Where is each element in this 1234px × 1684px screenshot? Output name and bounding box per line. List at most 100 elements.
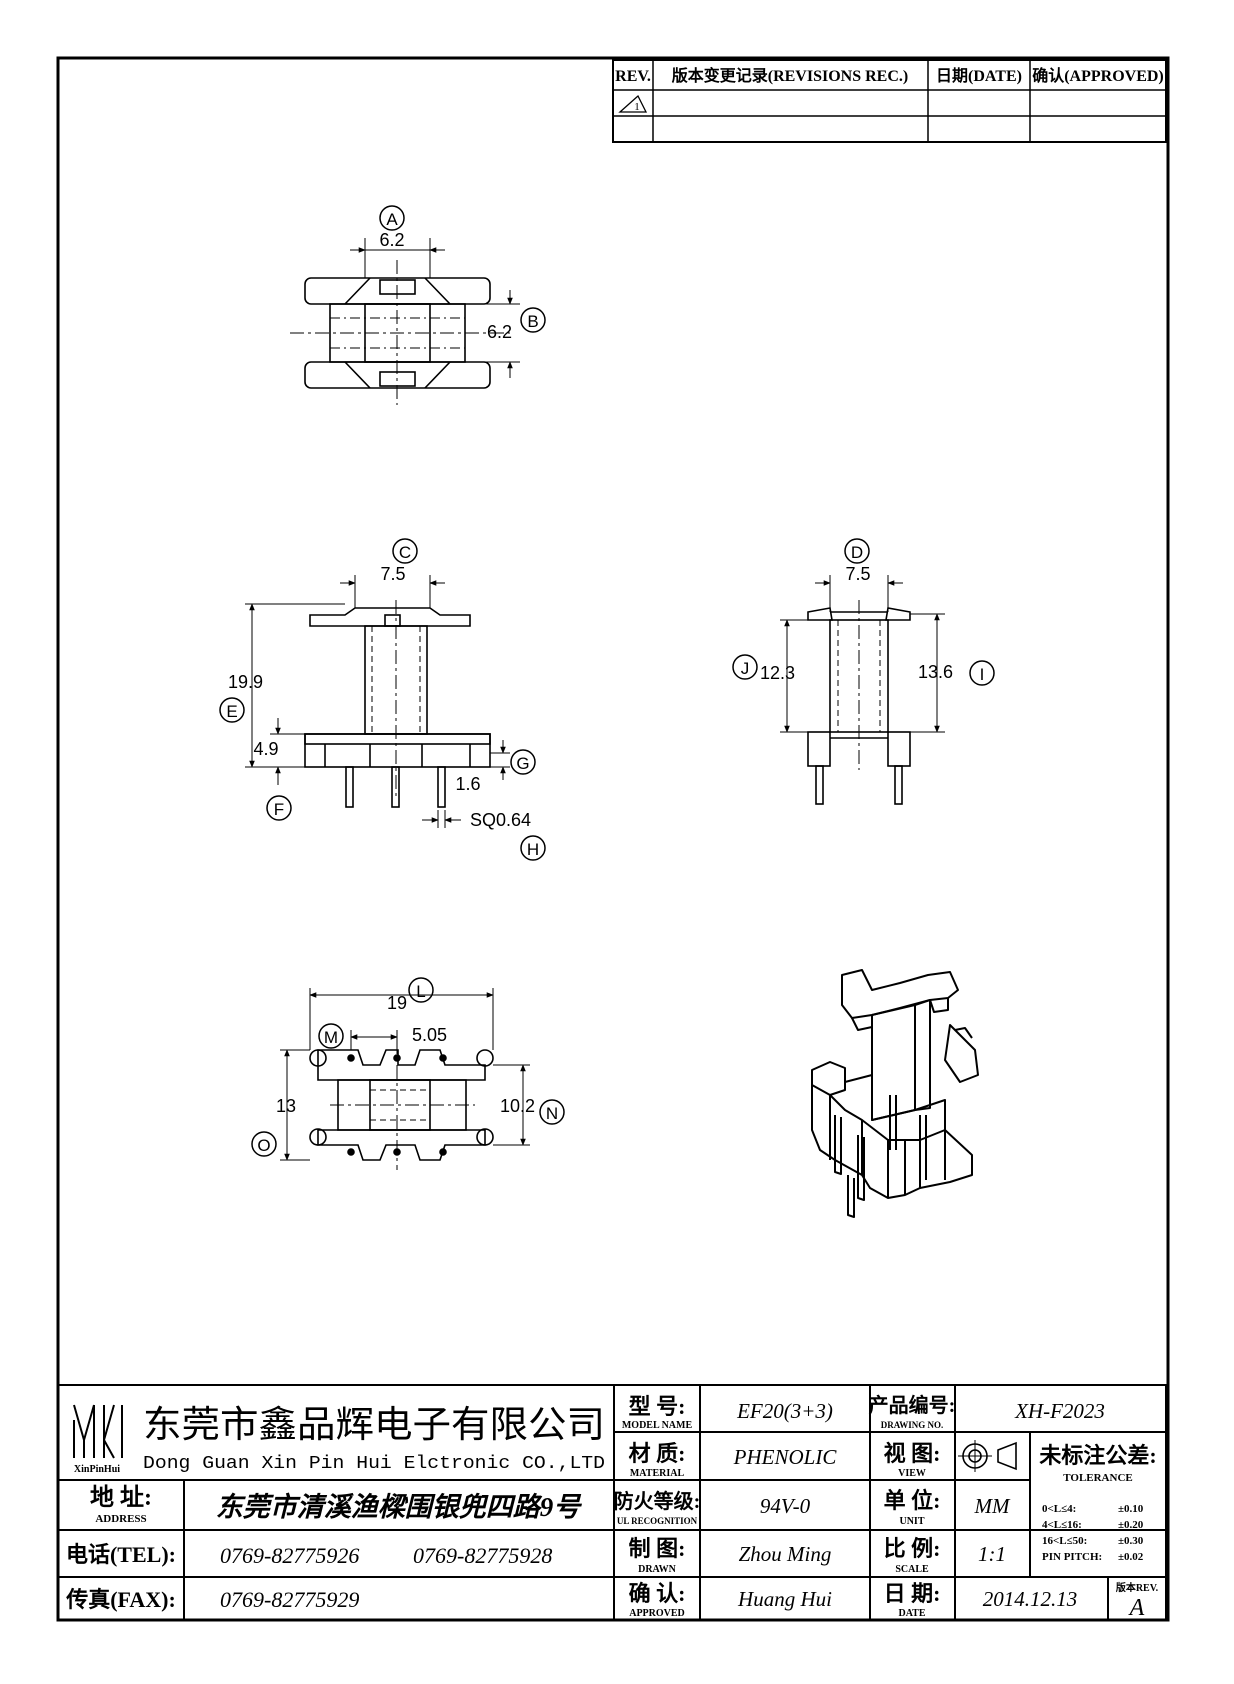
unit-label-cn: 单 位: [884, 1488, 941, 1513]
date-label-cn: 日 期: [884, 1581, 941, 1606]
ref-l-letter: L [416, 982, 425, 1001]
rev-value: A [1128, 1595, 1145, 1621]
dim-h-value: SQ0.64 [470, 810, 531, 830]
dim-g-value: 1.6 [455, 774, 480, 794]
ref-n-bubble [539, 1099, 565, 1125]
isometric-view [811, 969, 979, 1218]
top-view-labels: A 6.2 6.2 B [379, 205, 546, 342]
dim-o-value: 13 [276, 1096, 296, 1116]
dim-c-value: 7.5 [380, 564, 405, 584]
ref-i-letter: I [980, 665, 985, 684]
approved-value: Huang Hui [737, 1587, 832, 1611]
material-value: PHENOLIC [733, 1445, 838, 1469]
revision-table: REV. 版本变更记录(REVISIONS REC.) 日期(DATE) 确认(… [612, 59, 1167, 143]
rev-label: 版本REV. [1116, 1581, 1159, 1594]
fax-label: 传真(FAX): [65, 1587, 176, 1612]
approved-label-en: APPROVED [629, 1608, 685, 1619]
address-label-cn: 地 址: [90, 1484, 152, 1511]
tolerance-range-1: 0<L≤4: [1042, 1503, 1076, 1515]
company-logo: XinPinHui [73, 1404, 123, 1475]
ref-n-letter: N [546, 1104, 558, 1123]
side-view [780, 575, 945, 805]
drawn-label-cn: 制 图: [629, 1536, 686, 1561]
scale-label-en: SCALE [895, 1564, 929, 1575]
ref-h-bubble [520, 835, 546, 861]
fax-value: 0769-82775929 [220, 1587, 359, 1612]
ref-e-letter: E [226, 702, 237, 721]
scale-label-cn: 比 例: [884, 1536, 941, 1561]
tel-value-1: 0769-82775926 [220, 1543, 359, 1568]
tolerance-value-1: ±0.10 [1118, 1503, 1144, 1515]
date-value: 2014.12.13 [983, 1587, 1078, 1611]
ref-i-bubble [969, 660, 995, 686]
ref-g-bubble [510, 749, 536, 775]
title-block-text: 东莞市鑫品辉电子有限公司 Dong Guan Xin Pin Hui Elctr… [65, 1393, 1158, 1621]
date-header: 日期(DATE) [936, 66, 1022, 85]
tolerance-label-cn: 未标注公差: [1039, 1443, 1156, 1468]
tolerance-table: 0<L≤4: ±0.10 4<L≤16: ±0.20 16<L≤50: ±0.3… [1042, 1503, 1144, 1563]
drawing-no-label-en: DRAWING NO. [881, 1420, 944, 1430]
tolerance-range-3: 16<L≤50: [1042, 1535, 1087, 1547]
company-name-en: Dong Guan Xin Pin Hui Elctronic CO.,LTD [143, 1454, 605, 1474]
view-label-en: VIEW [898, 1468, 926, 1479]
ref-c-letter: C [399, 543, 411, 562]
ref-f-letter: F [274, 800, 284, 819]
dim-a-value: 6.2 [379, 230, 404, 250]
top-view [290, 238, 520, 405]
dim-l-value: 19 [387, 993, 407, 1013]
ref-b-letter: B [527, 312, 538, 331]
drawn-value: Zhou Ming [739, 1542, 832, 1566]
rev-header: REV. [615, 68, 651, 85]
dim-m-value: 5.05 [412, 1025, 447, 1045]
dim-e-value: 19.9 [228, 672, 263, 692]
dim-b-value: 6.2 [487, 322, 512, 342]
approved-label-cn: 确 认: [629, 1581, 686, 1606]
logo-text: XinPinHui [74, 1464, 120, 1475]
tolerance-range-4: PIN PITCH: [1042, 1551, 1102, 1563]
view-label-cn: 视 图: [884, 1441, 941, 1466]
unit-label-en: UNIT [899, 1516, 924, 1527]
date-label-en: DATE [898, 1608, 925, 1619]
ref-a-letter: A [386, 210, 398, 229]
dim-d-value: 7.5 [845, 564, 870, 584]
ref-l-bubble [408, 977, 434, 1003]
ref-a-bubble [379, 205, 405, 231]
projection-symbol-icon [958, 1440, 1017, 1472]
ul-label-en: UL RECOGNITION [617, 1516, 698, 1526]
dim-i-value: 13.6 [918, 662, 953, 682]
model-label-en: MODEL NAME [622, 1420, 693, 1431]
model-label-cn: 型 号: [629, 1394, 686, 1419]
material-label-en: MATERIAL [630, 1468, 685, 1479]
tolerance-value-3: ±0.30 [1118, 1535, 1144, 1547]
address-value: 东莞市清溪渔樑围银兜四路9号 [216, 1492, 582, 1522]
unit-value: MM [974, 1494, 1011, 1518]
ul-label-cn: 防火等级: [614, 1489, 701, 1513]
dim-n-value: 10.2 [500, 1096, 535, 1116]
ref-m-bubble [318, 1023, 344, 1049]
tel-label: 电话(TEL): [66, 1542, 176, 1567]
title-block-grid [57, 1384, 1167, 1621]
ref-h-letter: H [527, 840, 539, 859]
ref-e-bubble [219, 697, 245, 723]
tolerance-value-4: ±0.02 [1118, 1551, 1144, 1563]
ref-j-bubble [732, 654, 758, 680]
ref-b-bubble [520, 307, 546, 333]
material-label-cn: 材 质: [629, 1441, 686, 1466]
front-view-labels: C 7.5 19.9 E 4.9 F 1.6 G SQ0.64 H [219, 538, 546, 861]
rev-triangle-icon: 1 [618, 94, 648, 113]
front-view [245, 575, 510, 828]
ref-c-bubble [392, 538, 418, 564]
ref-m-letter: M [324, 1028, 338, 1047]
address-label-en: ADDRESS [95, 1513, 146, 1525]
ref-j-letter: J [741, 659, 750, 678]
dim-j-value: 12.3 [760, 663, 795, 683]
ref-g-letter: G [516, 754, 529, 773]
drawn-label-en: DRAWN [638, 1564, 677, 1575]
model-value: EF20(3+3) [736, 1399, 833, 1423]
rev-row-1-number: 1 [634, 101, 640, 113]
scale-value: 1:1 [978, 1542, 1006, 1566]
side-view-labels: D 7.5 J 12.3 13.6 I [732, 538, 995, 686]
tolerance-label-en: TOLERANCE [1063, 1472, 1132, 1484]
ref-d-letter: D [851, 543, 863, 562]
